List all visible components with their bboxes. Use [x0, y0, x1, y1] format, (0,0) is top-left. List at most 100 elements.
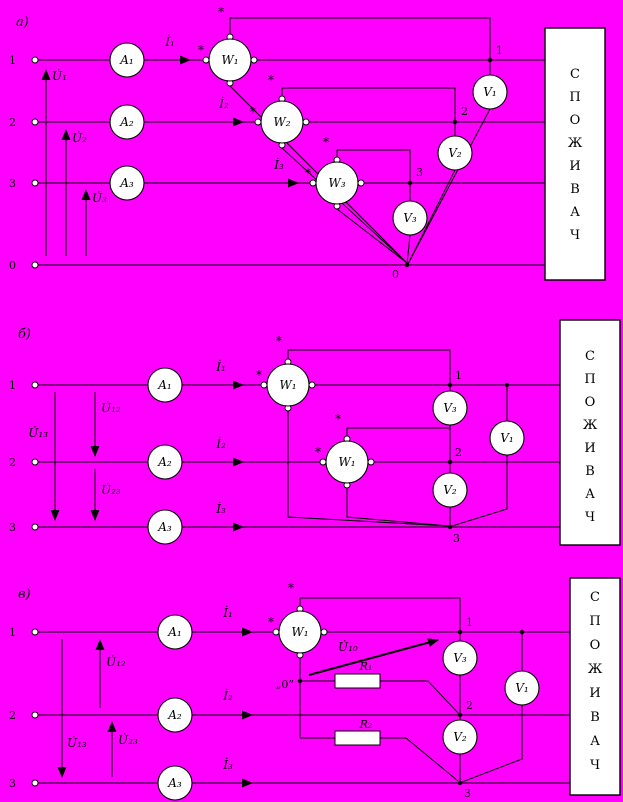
current-label-i3: İ₃ [222, 757, 233, 772]
wire-w1-voltage-coil [287, 349, 451, 385]
section-b-label: б) [18, 327, 31, 342]
w2-current-terminal-right [367, 458, 375, 466]
voltage-label-u1: U̇₁ [52, 68, 67, 83]
wire-r2-to-node3 [380, 737, 459, 782]
voltage-arrow-u10 [308, 638, 439, 676]
ammeter-a2-label: A₂ [157, 455, 172, 469]
v1-tap-dot [519, 629, 525, 635]
feed-label-2: 2 [9, 116, 16, 129]
voltmeter-v3-label: V₃ [453, 651, 467, 665]
voltage-label-u2: U̇₂ [72, 130, 87, 145]
current-label-i2: İ₂ [222, 688, 233, 703]
w2-current-asterisk: * [315, 445, 321, 459]
wire-v2-to-neutral [407, 169, 456, 265]
wattmeter-w2-label: W₁ [338, 455, 355, 469]
w1-voltage-asterisk: * [218, 5, 224, 19]
section-b: б) U̇₁₂ U̇₁₃ U̇₂₃ İ₁ İ₂ İ₃ 1 2 3 [9, 319, 621, 546]
voltmeter-v1-label: V₁ [515, 681, 528, 695]
load-box [559, 319, 621, 546]
ammeter-a1-label: A₁ [167, 625, 181, 639]
w3-voltage-asterisk: * [323, 135, 329, 149]
w1-voltage-asterisk: * [276, 334, 282, 348]
voltmeter-v2-circle [437, 135, 473, 171]
voltmeter-v3-circle [432, 390, 468, 426]
resistor-r2-label: R₂ [359, 718, 373, 731]
ammeter-a1-circle [157, 614, 193, 650]
load-letter: О [585, 395, 596, 410]
ammeter-a3-label: A₃ [119, 176, 134, 190]
node-2-dot [457, 712, 463, 718]
wire-v1-to-node3 [461, 705, 523, 783]
load-letter: И [584, 441, 595, 456]
wire-v1-to-neutral [407, 108, 491, 265]
w1-current-terminal-right [250, 56, 258, 64]
current-label-i2: İ₂ [218, 96, 229, 111]
wire-w2-to-neutral [281, 147, 408, 264]
ammeter-a3-circle [157, 765, 193, 801]
voltage-label-u10: U̇₁₀ [338, 639, 358, 654]
wire-w1-voltage-coil [229, 17, 491, 60]
load-box [544, 27, 606, 281]
wire-v3-to-neutral [406, 234, 411, 265]
ammeter-a3-circle [109, 165, 145, 201]
wattmeter-w2-circle [260, 100, 304, 144]
feed-terminal-1 [31, 381, 39, 389]
section-a-label: а) [16, 15, 29, 30]
node-2-label: 2 [466, 699, 473, 712]
w1-current-terminal-right [320, 628, 328, 636]
wire-w2-voltage-coil [281, 87, 456, 122]
wattmeter-w3-circle [315, 161, 359, 205]
wattmeter-w2-label: W₂ [273, 115, 290, 129]
feed-label-1: 1 [9, 54, 16, 67]
feed-label-2: 2 [9, 456, 16, 469]
w1-current-terminal-left [260, 381, 268, 389]
voltmeter-v3-circle [392, 200, 428, 236]
w2-current-terminal-left [319, 458, 327, 466]
node-3-dot [407, 180, 413, 186]
w2-voltage-asterisk: * [268, 73, 274, 87]
node-3-label: 3 [464, 787, 471, 800]
load-letter: С [570, 67, 580, 82]
voltage-label-u13: U̇₁₃ [28, 425, 48, 440]
w1-voltage-asterisk: * [288, 581, 294, 595]
voltage-label-u12: U̇₁₂ [101, 400, 121, 415]
load-letter: Ч [585, 510, 595, 525]
voltage-label-u23: U̇₂₃ [118, 732, 138, 747]
feed-label-3: 3 [9, 777, 16, 790]
wire-w3-voltage-coil [336, 149, 411, 183]
current-label-i2: İ₂ [215, 436, 226, 451]
wattmeter-w1-circle [266, 363, 310, 407]
w1-current-asterisk: * [256, 368, 262, 382]
feed-terminal-2 [31, 118, 39, 126]
wattmeter-w2-circle [325, 440, 369, 484]
load-letter: В [585, 464, 595, 479]
voltmeter-v3-label: V₃ [443, 401, 457, 415]
w1-current-terminal-left [272, 628, 280, 636]
artificial-zero-dot [297, 678, 303, 684]
ammeter-a3-label: A₃ [167, 776, 182, 790]
voltage-label-u12: U̇₁₂ [106, 654, 126, 669]
w1-current-terminal-right [308, 381, 316, 389]
wattmeter-w1-label: W₁ [279, 378, 296, 392]
ammeter-a2-label: A₂ [167, 708, 182, 722]
current-label-i3: İ₃ [273, 157, 284, 172]
node-0-label: 0 [392, 268, 399, 281]
load-letter: А [585, 487, 595, 502]
voltmeter-v1-label: V₁ [483, 85, 496, 99]
w1-current-terminal-left [202, 56, 210, 64]
ammeter-a1-label: A₁ [119, 53, 133, 67]
voltmeter-v2-circle [432, 472, 468, 508]
feed-label-1: 1 [9, 379, 16, 392]
load-letter: И [589, 686, 600, 701]
wire-w1-to-node3 [287, 411, 450, 527]
feed-label-0: 0 [9, 259, 16, 272]
load-letter: Ж [588, 662, 603, 677]
ammeter-a2-label: A₂ [119, 115, 134, 129]
node-2-dot [452, 119, 458, 125]
wire-v1-to-node3 [451, 455, 508, 527]
w3-current-terminal-right [357, 179, 365, 187]
ammeter-a3-circle [147, 509, 183, 545]
current-label-i1: İ₁ [215, 359, 226, 374]
voltmeter-v1-circle [504, 670, 540, 706]
